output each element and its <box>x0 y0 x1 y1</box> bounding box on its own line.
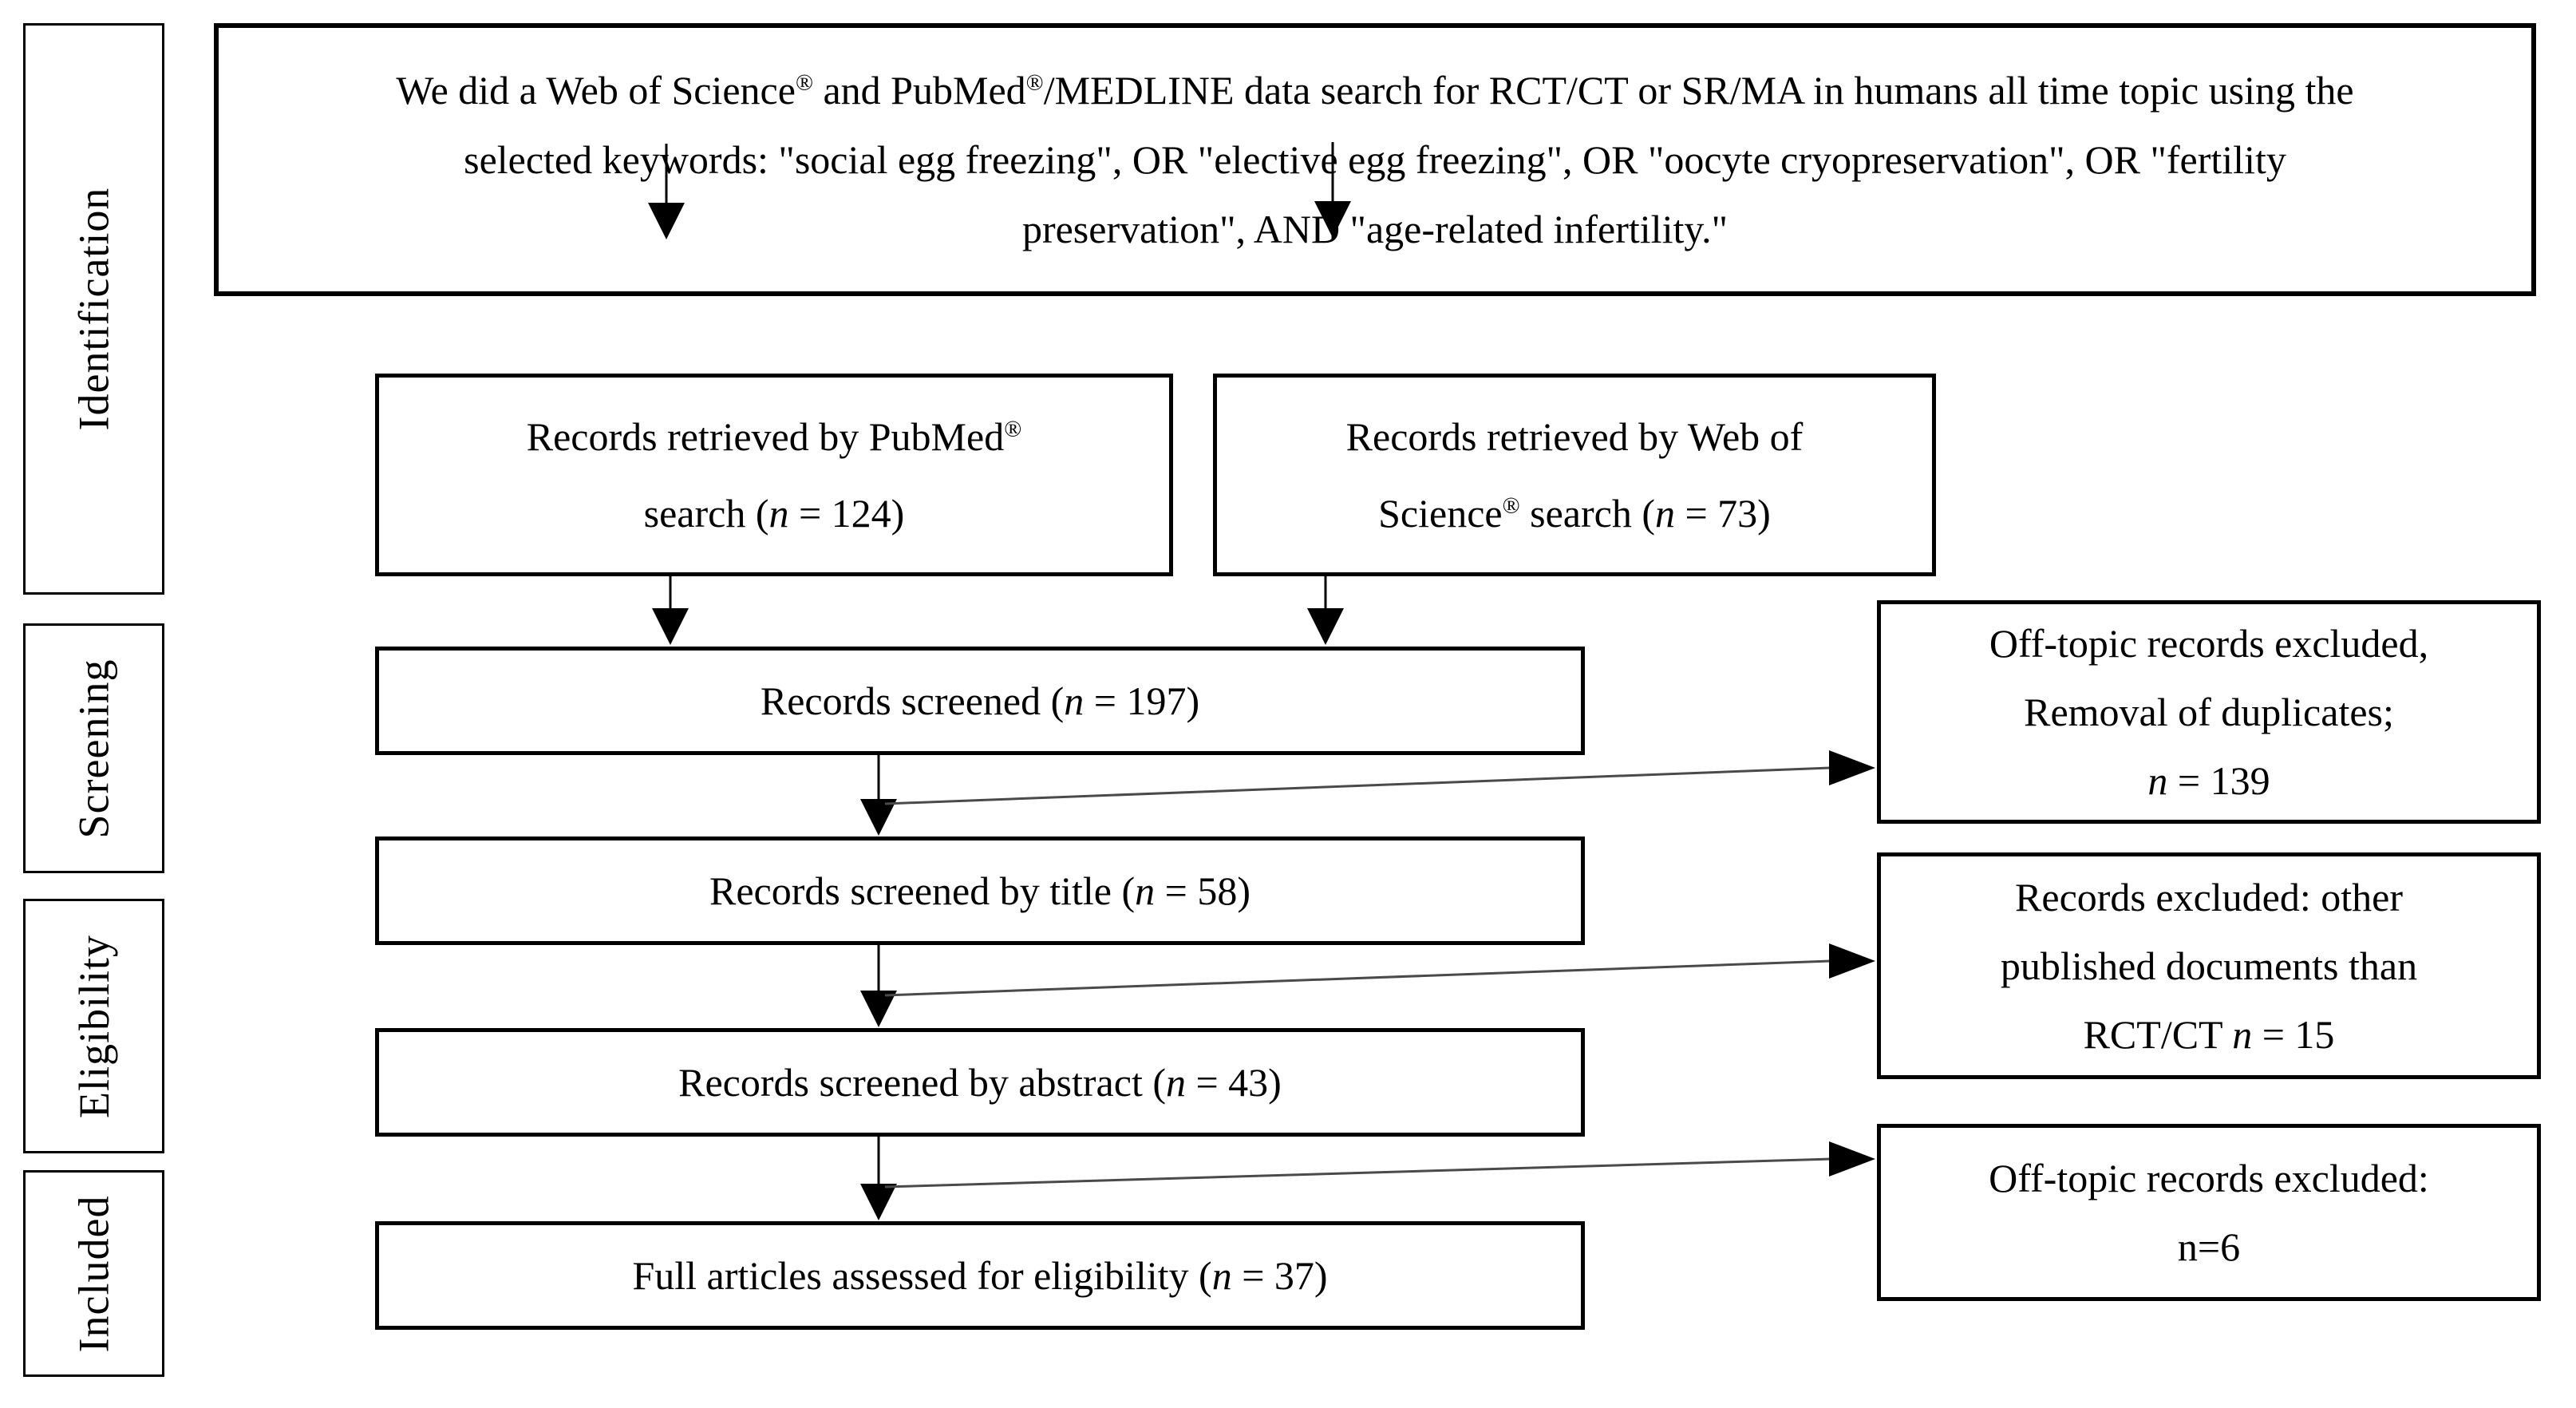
stage-box-screening: Screening <box>23 623 164 873</box>
stage-label-identification: Identification <box>69 187 118 431</box>
excluded-duplicates-box: Off-topic records excluded,Removal of du… <box>1877 600 2541 824</box>
excluded-duplicates-text: Off-topic records excluded,Removal of du… <box>1989 621 2429 803</box>
arrow-down-icon <box>860 945 897 1027</box>
screened-by-abstract-text: Records screened by abstract (n = 43) <box>678 1060 1282 1105</box>
stage-label-screening: Screening <box>69 659 118 838</box>
arrow-right-icon <box>884 943 1875 997</box>
pubmed-records-text: Records retrieved by PubMed®search (n = … <box>526 414 1022 536</box>
full-articles-assessed-text: Full articles assessed for eligibility (… <box>632 1253 1328 1298</box>
stage-box-identification: Identification <box>23 23 164 595</box>
screened-by-title-text: Records screened by title (n = 58) <box>709 868 1250 913</box>
arrow-down-icon <box>1307 576 1344 645</box>
excluded-off-topic-text: Off-topic records excluded:n=6 <box>1989 1156 2429 1269</box>
records-screened-box: Records screened (n = 197) <box>375 647 1585 755</box>
stage-label-included: Included <box>69 1195 118 1352</box>
arrow-down-icon <box>860 1137 897 1220</box>
search-strategy-text: We did a Web of Science® and PubMed®/MED… <box>396 67 2354 251</box>
stage-box-eligibility: Eligibility <box>23 899 164 1153</box>
arrow-down-icon <box>652 576 689 645</box>
pubmed-records-box: Records retrieved by PubMed®search (n = … <box>375 374 1173 576</box>
excluded-off-topic-box: Off-topic records excluded:n=6 <box>1877 1124 2541 1301</box>
arrow-right-icon <box>884 750 1875 805</box>
screened-by-title-box: Records screened by title (n = 58) <box>375 836 1585 945</box>
search-strategy-box: We did a Web of Science® and PubMed®/MED… <box>214 23 2536 296</box>
stage-label-eligibility: Eligibility <box>69 934 118 1118</box>
stage-box-included: Included <box>23 1170 164 1377</box>
screened-by-abstract-box: Records screened by abstract (n = 43) <box>375 1028 1585 1137</box>
arrow-down-icon <box>860 755 897 836</box>
full-articles-assessed-box: Full articles assessed for eligibility (… <box>375 1221 1585 1330</box>
arrow-right-icon <box>884 1141 1875 1188</box>
records-screened-text: Records screened (n = 197) <box>760 678 1200 723</box>
